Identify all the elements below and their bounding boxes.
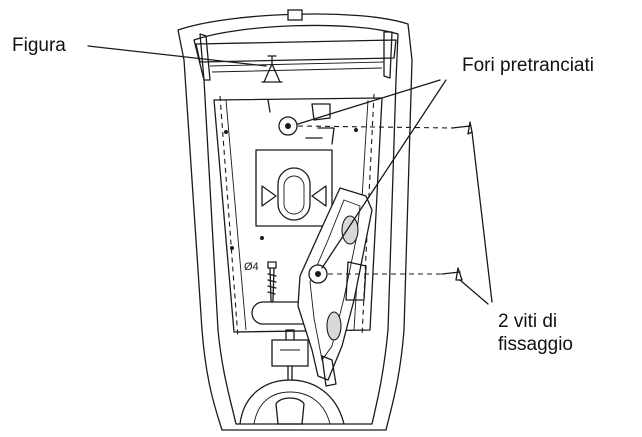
bottom-valve-stem bbox=[285, 329, 295, 381]
label-fixing-screws-line1: 2 viti di bbox=[498, 311, 558, 332]
top-hinge-bar bbox=[195, 39, 397, 63]
vertical-tab bbox=[267, 99, 271, 113]
mounting-bracket-inner bbox=[309, 199, 361, 362]
screw-icon bbox=[267, 261, 277, 307]
central-slot bbox=[277, 167, 311, 221]
arrow-right bbox=[311, 185, 327, 207]
central-slot-inner bbox=[283, 175, 305, 215]
left-post bbox=[199, 33, 211, 81]
bottom-outlet-core bbox=[275, 397, 305, 425]
leader-line-fori-upper bbox=[297, 79, 441, 125]
screw-dimension-label: Ø4 bbox=[244, 261, 259, 273]
upper-bracket bbox=[305, 103, 335, 145]
panel-dot bbox=[230, 246, 234, 250]
bottom-valve-block bbox=[271, 339, 309, 367]
bottom-outlet-inner bbox=[253, 391, 331, 425]
label-pre-punched-holes: Fori pretranciati bbox=[462, 55, 594, 76]
label-figura: Figura bbox=[12, 35, 66, 56]
screw-upper-right bbox=[451, 121, 473, 135]
panel-dot bbox=[224, 130, 228, 134]
leader-line-viti-lower bbox=[459, 279, 489, 305]
pre-punched-hole-lower-center bbox=[315, 271, 321, 277]
panel-dashed-left bbox=[219, 95, 239, 339]
leader-line-figura bbox=[87, 45, 267, 67]
arrow-left bbox=[261, 185, 277, 207]
housing-outer-shell bbox=[177, 13, 413, 431]
housing-inner-wall bbox=[193, 24, 399, 425]
pre-punched-hole-upper-center bbox=[285, 123, 291, 129]
bottom-outlet bbox=[239, 379, 345, 425]
mounting-bracket bbox=[297, 187, 373, 381]
panel-rail-left bbox=[225, 99, 247, 331]
figure-symbol bbox=[261, 55, 283, 83]
leader-line-viti-upper bbox=[471, 131, 493, 303]
back-panel bbox=[213, 97, 383, 333]
plate-dot bbox=[260, 236, 264, 240]
label-fixing-screws-line2: fissaggio bbox=[498, 334, 573, 355]
screw-lower-right bbox=[441, 267, 463, 281]
bracket-lower-slot bbox=[326, 311, 342, 341]
right-post bbox=[383, 31, 393, 79]
panel-dot bbox=[354, 128, 358, 132]
alignment-line-upper bbox=[297, 125, 453, 129]
top-notch bbox=[287, 9, 303, 21]
central-plate bbox=[255, 149, 333, 227]
label-fixing-screws: 2 viti di fissaggio bbox=[498, 310, 573, 356]
bracket-foot bbox=[321, 355, 337, 387]
top-hinge-inner bbox=[209, 61, 385, 73]
leader-line-fori-lower bbox=[321, 79, 447, 269]
bracket-slot bbox=[341, 215, 359, 245]
bracket-fin bbox=[345, 261, 367, 301]
